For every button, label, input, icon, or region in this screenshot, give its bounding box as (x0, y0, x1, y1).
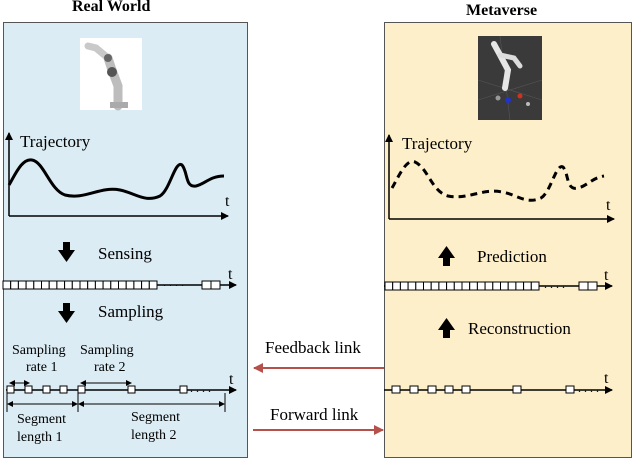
sample-box (71, 280, 81, 290)
meta-trajectory-plot (385, 134, 615, 223)
sample-box (17, 280, 27, 290)
sample-box (392, 281, 401, 291)
sample-box (430, 281, 440, 291)
sensed-dots: . . . . (163, 275, 184, 289)
sample-box (507, 281, 517, 291)
sample-box (102, 280, 112, 290)
sample-box (438, 281, 448, 291)
sensed-sample-boxes (2, 280, 158, 290)
prediction-label: Prediction (477, 247, 547, 266)
sample-box (492, 281, 501, 291)
sample-box (94, 280, 104, 290)
meta-dense-dots: . . . . (544, 277, 565, 291)
real-sensed-timeline (2, 280, 237, 290)
meta-sampled-dots: . . . . (578, 381, 599, 395)
segment-length-1-line1: Segment (17, 412, 66, 427)
reconstruction-label: Reconstruction (468, 319, 571, 338)
sample-box (500, 281, 509, 291)
sample-box (415, 281, 424, 291)
sample-box (87, 280, 96, 290)
sample-box (446, 281, 455, 291)
segment-length-1-line2: length 1 (17, 430, 63, 445)
meta-sampled-timeline (384, 385, 613, 394)
meta-dense-t-label: t (604, 267, 609, 284)
sampling-rate-1-line1: Sampling (12, 343, 66, 358)
sample-box (125, 280, 135, 290)
sample-box (407, 281, 417, 291)
sampling-label: Sampling (98, 302, 164, 321)
real-trajectory-t-label: t (225, 193, 230, 210)
real-trajectory-label: Trajectory (20, 132, 91, 151)
sample-box (461, 281, 471, 291)
segment-length-2-line1: Segment (131, 410, 180, 425)
reconstruction-arrow-icon (438, 318, 455, 338)
sample-box (453, 281, 463, 291)
sample-box (523, 281, 532, 291)
meta-trajectory-t-label: t (606, 197, 611, 214)
sample-box (476, 281, 486, 291)
sample-box (2, 280, 12, 290)
prediction-arrow-icon (438, 246, 455, 266)
sampled-dots: . . . . (190, 381, 211, 395)
sample-box (384, 281, 394, 291)
real-trajectory-plot (5, 132, 229, 220)
forward-link-label: Forward link (270, 405, 359, 424)
real-trajectory-curve (7, 158, 225, 200)
sampling-rate-2-line1: Sampling (80, 343, 134, 358)
sample-box (33, 280, 42, 290)
meta-trajectory-label: Trajectory (402, 134, 473, 153)
real-sampled-timeline (6, 380, 237, 412)
meta-sampled-t-label: t (604, 370, 609, 387)
sample-box (110, 280, 120, 290)
sample-box (515, 281, 525, 291)
segment-length-2-line2: length 2 (131, 428, 177, 443)
sensing-arrow-icon (58, 242, 75, 262)
meta-sample-boxes (384, 281, 540, 291)
sampling-arrow-icon (58, 303, 75, 323)
sample-box (64, 280, 73, 290)
sample-box (48, 280, 58, 290)
sensing-label: Sensing (98, 244, 152, 263)
sample-box (141, 280, 150, 290)
sample-box (530, 281, 540, 291)
sample-box (10, 280, 19, 290)
sample-box (469, 281, 478, 291)
sample-box (484, 281, 494, 291)
sampled-t-label: t (229, 371, 234, 388)
metaverse-title: Metaverse (466, 2, 538, 19)
sample-box (25, 280, 35, 290)
sample-box (56, 280, 66, 290)
sample-box (41, 280, 50, 290)
sample-box (148, 280, 158, 290)
meta-dense-timeline (384, 281, 613, 291)
sensed-t-label: t (228, 266, 233, 283)
sample-box (118, 280, 127, 290)
sample-box (423, 281, 432, 291)
sample-box (79, 280, 89, 290)
sample-box (133, 280, 143, 290)
sampling-rate-1-line2: rate 1 (26, 360, 58, 375)
virtual-robot-image (477, 35, 543, 121)
sample-box (399, 281, 409, 291)
sampling-rate-2-line2: rate 2 (94, 360, 126, 375)
robot-arm-image (80, 38, 142, 111)
meta-trajectory-curve (390, 160, 605, 202)
feedback-link-label: Feedback link (265, 338, 361, 357)
real-world-title: Real World (72, 0, 151, 15)
